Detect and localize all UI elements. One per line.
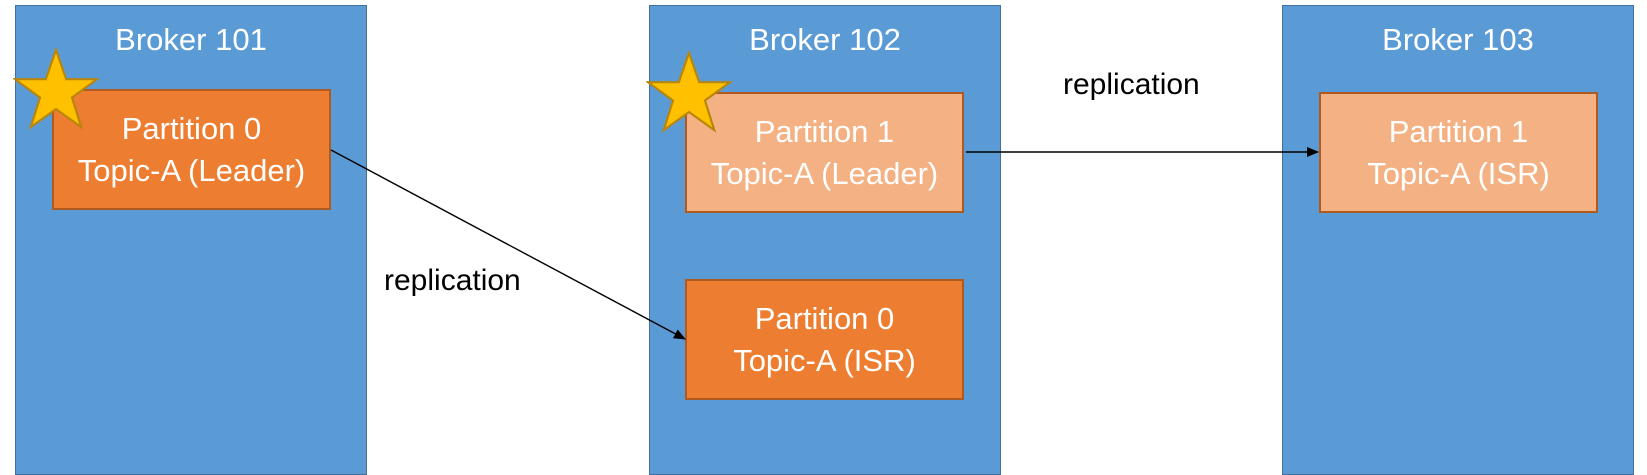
replication-label-right: replication bbox=[1063, 68, 1200, 101]
partition-1-leader-name: Partition 1 bbox=[754, 113, 895, 149]
partition-1-isr-name: Partition 1 bbox=[1388, 113, 1529, 149]
broker-103-title: Broker 103 bbox=[1382, 22, 1534, 57]
partition-1-leader-topic: Topic-A (Leader) bbox=[710, 155, 939, 191]
partition-0-isr: Partition 0 Topic-A (ISR) bbox=[685, 279, 964, 400]
partition-0-leader-topic: Topic-A (Leader) bbox=[77, 152, 306, 188]
partition-0-isr-name: Partition 0 bbox=[754, 300, 895, 336]
broker-101-title: Broker 101 bbox=[115, 22, 267, 57]
leader-star-icon bbox=[13, 48, 99, 130]
leader-star-icon bbox=[646, 51, 732, 133]
partition-0-leader-name: Partition 0 bbox=[121, 110, 262, 146]
partition-1-isr-topic: Topic-A (ISR) bbox=[1367, 155, 1550, 191]
replication-arrow-p0 bbox=[330, 149, 686, 340]
partition-0-isr-topic: Topic-A (ISR) bbox=[733, 342, 916, 378]
partition-1-isr: Partition 1 Topic-A (ISR) bbox=[1319, 92, 1598, 213]
partition-1-leader: Partition 1 Topic-A (Leader) bbox=[685, 92, 964, 213]
broker-102-title: Broker 102 bbox=[749, 22, 901, 57]
broker-103: Broker 103 bbox=[1282, 5, 1634, 475]
partition-0-leader: Partition 0 Topic-A (Leader) bbox=[52, 89, 331, 210]
replication-connectors bbox=[330, 147, 1319, 340]
replication-label-left: replication bbox=[384, 264, 521, 297]
